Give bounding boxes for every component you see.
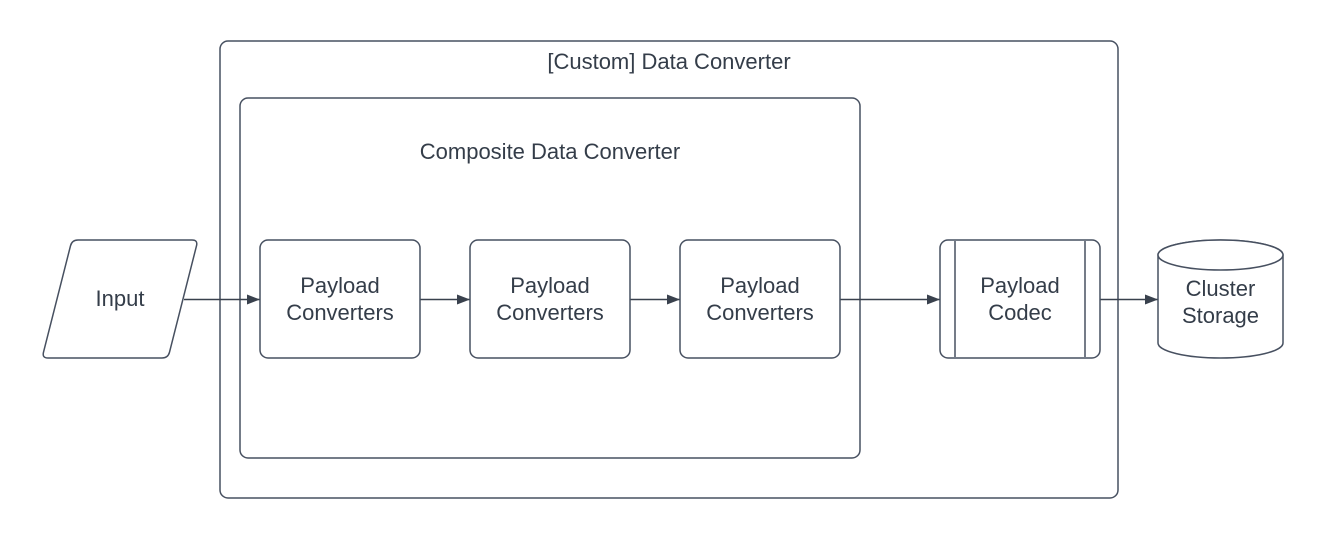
payload-codec-shape: [939, 239, 1101, 359]
cluster-storage-top: [1157, 239, 1284, 271]
payload-converters-3-shape: [679, 239, 841, 359]
payload-converters-2-shape: [469, 239, 631, 359]
payload-converters-1-shape: [259, 239, 421, 359]
input-node-shape: [42, 239, 198, 359]
